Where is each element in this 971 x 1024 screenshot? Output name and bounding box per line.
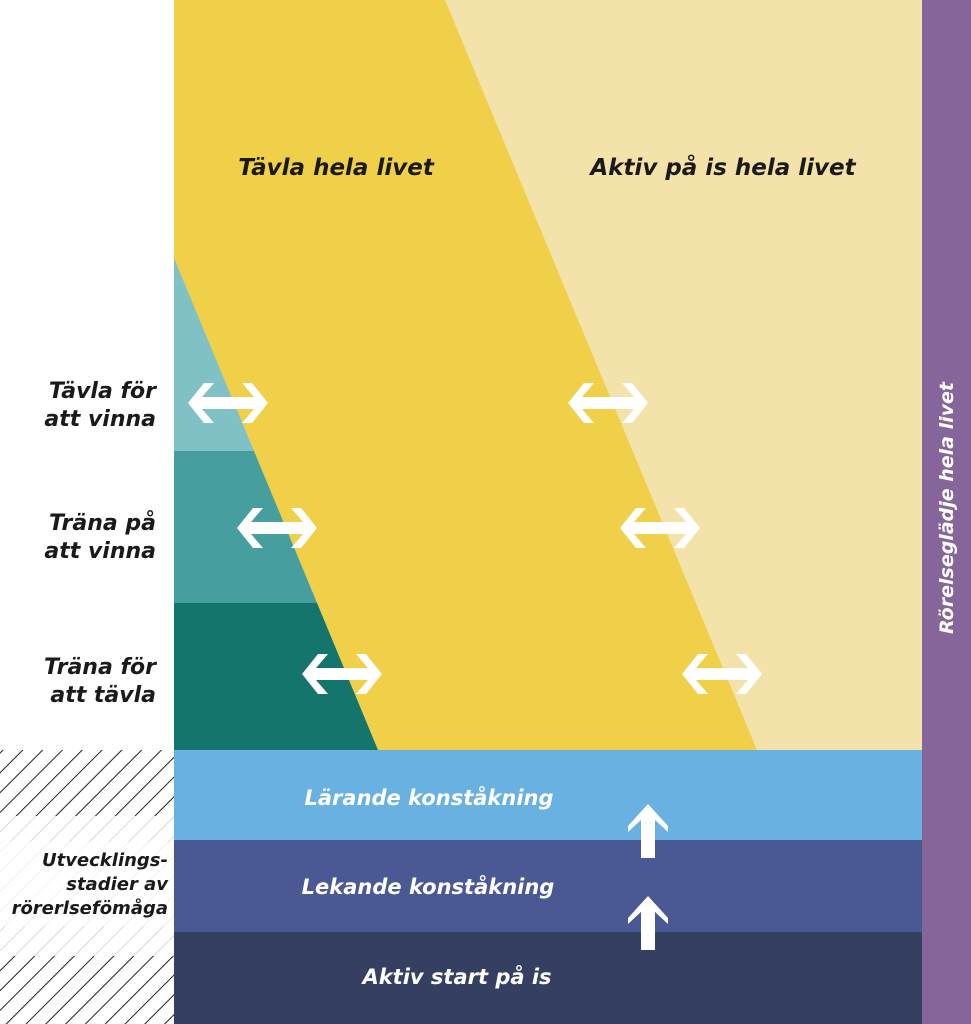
hatch-bottom xyxy=(0,956,174,1024)
stage-label-line: att vinna xyxy=(44,539,156,564)
side-bar xyxy=(922,0,971,1024)
development-label-line: stadier av xyxy=(66,874,169,895)
band-label: Lekande konståkning xyxy=(302,874,555,899)
band-label: Aktiv start på is xyxy=(360,964,551,989)
development-label-line: Utvecklings- xyxy=(42,850,168,871)
stage-label-line: att tävla xyxy=(50,683,156,708)
stage-label-line: att vinna xyxy=(44,407,156,432)
stage-label-line: Träna på xyxy=(49,510,156,536)
stage-label-line: Träna för xyxy=(44,655,157,680)
band-learning xyxy=(174,750,922,840)
band-playing xyxy=(174,840,922,932)
active-lifelong-label: Aktiv på is hela livet xyxy=(588,154,856,181)
band-label: Lärande konståkning xyxy=(304,785,553,810)
hatch-top xyxy=(0,750,174,816)
band-active-start xyxy=(174,932,922,1024)
side-bar-label: Rörelseglädje hela livet xyxy=(936,381,958,634)
compete-lifelong-label: Tävla hela livet xyxy=(238,155,435,181)
compete-region xyxy=(174,0,757,750)
development-label-line: rörerlsefömåga xyxy=(12,898,168,919)
stage-label-line: Tävla för xyxy=(49,379,157,404)
